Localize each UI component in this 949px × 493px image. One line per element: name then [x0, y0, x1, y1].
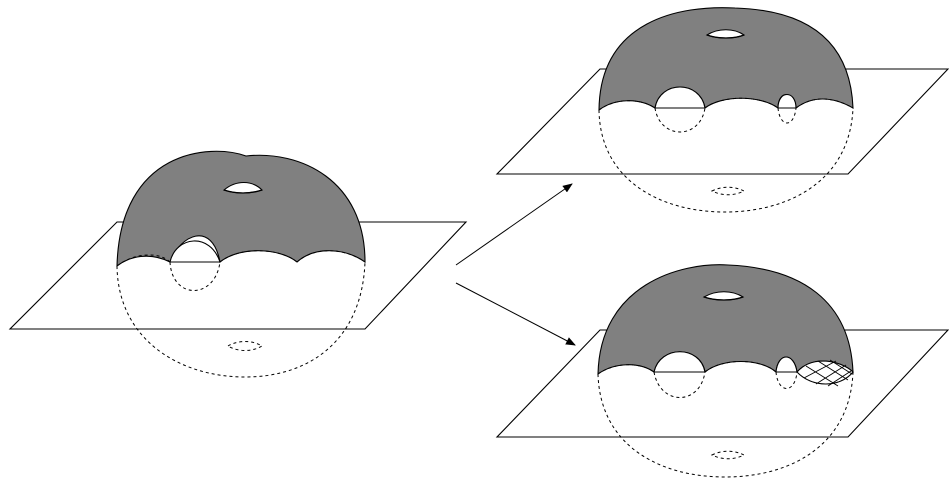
bottom-right-bump-large-underside: [653, 371, 706, 398]
bottom-right-lower-hemisphere: [597, 371, 854, 478]
left-lower-handle: [227, 341, 263, 351]
left-lower-hemisphere: [116, 261, 366, 378]
left-dome-surface: [116, 150, 366, 268]
arrow-to-bottom: [455, 282, 576, 346]
top-right-lower-handle: [710, 186, 746, 196]
bottom-right-handle-crease: [703, 296, 744, 301]
left-bump-underside: [169, 261, 221, 291]
bottom-right-bump-large: [653, 351, 706, 373]
bottom-right-bump-small-underside: [775, 371, 798, 389]
top-right-bump-large: [654, 86, 706, 109]
left-boundary-bump: [169, 240, 221, 263]
bottom-right-panel: [495, 264, 949, 478]
top-right-bump-small-underside: [777, 107, 797, 124]
top-right-lower-hemisphere: [598, 107, 854, 213]
bottom-right-equator-dashed: [597, 361, 777, 375]
arrow-to-top: [455, 183, 573, 266]
top-right-equator-dashed: [598, 97, 854, 111]
left-equator-dashed: [116, 250, 366, 267]
top-right-dome-surface: [598, 7, 854, 112]
bottom-right-lower-handle: [710, 450, 746, 460]
bottom-right-crosshatch-lines: [803, 359, 853, 387]
top-right-panel: [495, 7, 949, 213]
left-panel: [8, 150, 468, 378]
left-handle-crease: [223, 189, 263, 194]
top-right-bump-large-underside: [654, 107, 706, 133]
top-right-handle-crease: [706, 34, 745, 39]
bottom-right-dome-surface: [597, 264, 854, 376]
